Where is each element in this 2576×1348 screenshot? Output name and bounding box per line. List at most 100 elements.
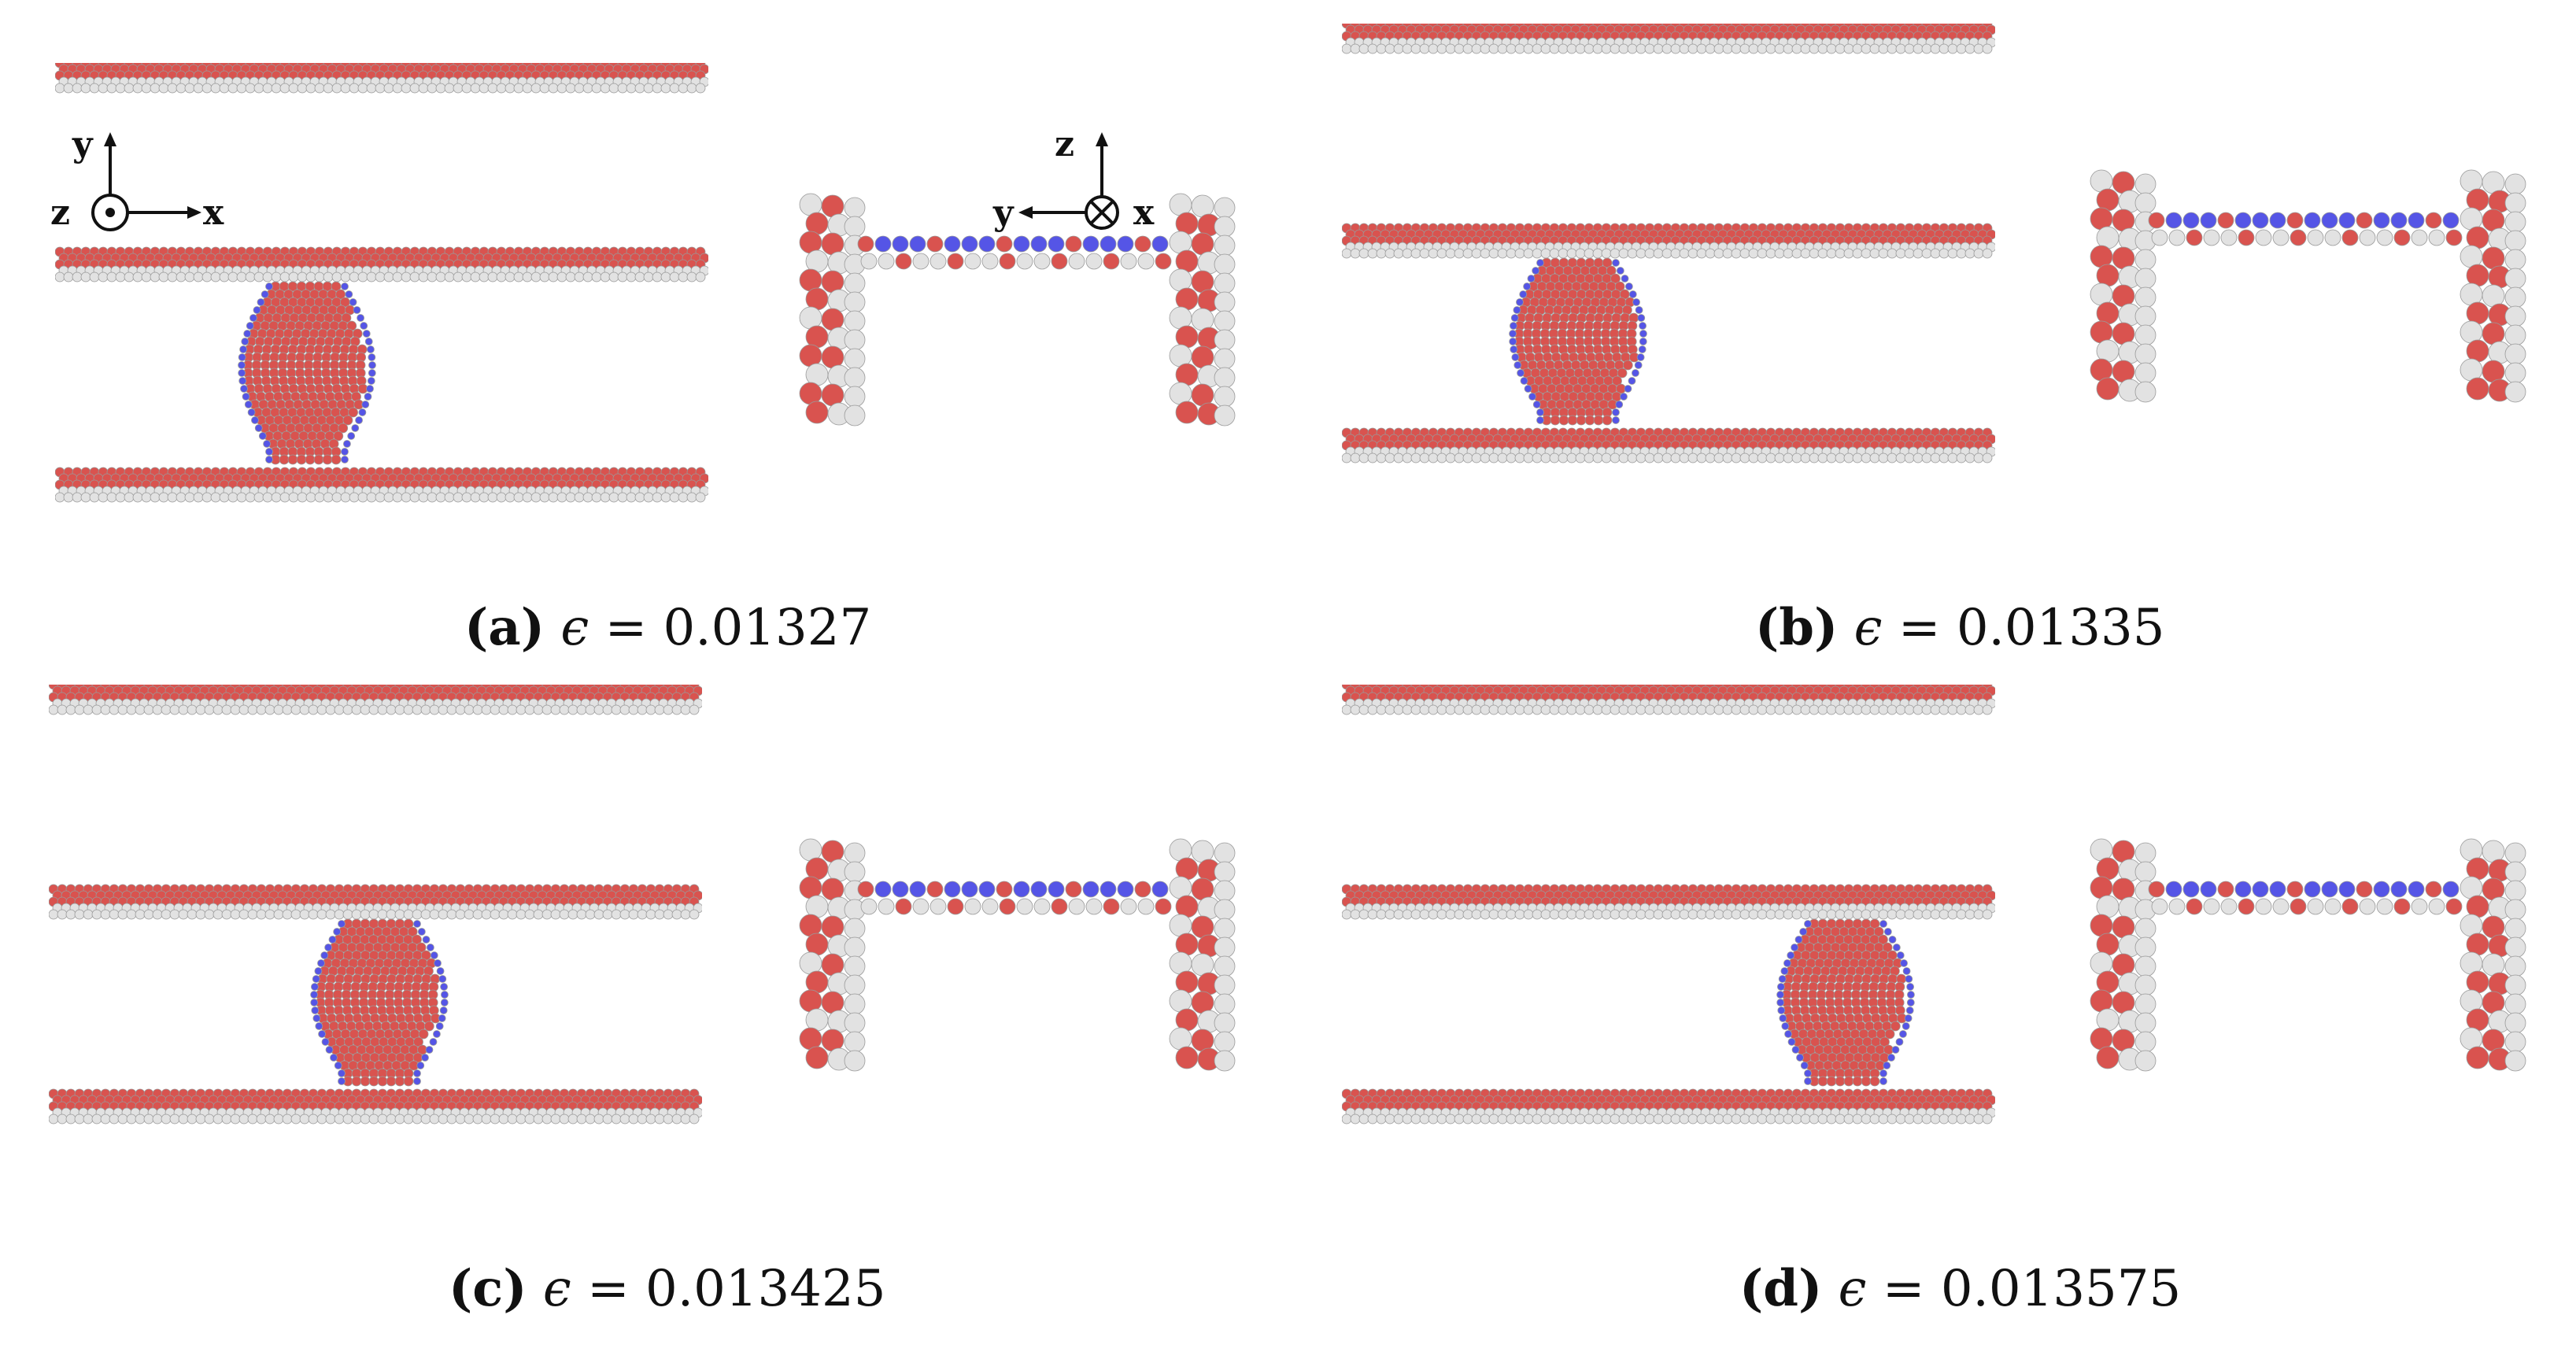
atom <box>1410 704 1421 715</box>
atom <box>1679 248 1690 259</box>
atom <box>2096 377 2120 401</box>
atom <box>1921 43 1932 54</box>
atom <box>1722 452 1733 463</box>
atom <box>230 1113 241 1125</box>
atom <box>1696 43 1707 54</box>
atom <box>981 898 999 915</box>
atom <box>1471 452 1482 463</box>
atom <box>245 492 256 503</box>
atom <box>413 1077 421 1085</box>
atom <box>349 83 360 94</box>
atom <box>1214 291 1236 313</box>
atom <box>331 281 342 292</box>
atom <box>2321 212 2338 229</box>
atom <box>126 909 137 920</box>
atom <box>401 83 412 94</box>
atom <box>100 704 111 715</box>
atom <box>358 408 367 416</box>
atom <box>1513 306 1521 314</box>
atom <box>1358 704 1369 715</box>
atom <box>438 704 449 715</box>
atom <box>619 704 630 715</box>
atom <box>1757 452 1768 463</box>
atom <box>403 704 414 715</box>
atom <box>1765 248 1776 259</box>
atom <box>464 909 475 920</box>
atom <box>1616 267 1624 275</box>
atom <box>516 704 527 715</box>
atom <box>65 909 76 920</box>
atom <box>1051 898 1068 915</box>
atom <box>1620 393 1628 401</box>
atom <box>247 704 258 715</box>
atom <box>490 909 501 920</box>
atom <box>89 271 100 283</box>
atom <box>227 492 238 503</box>
atom <box>227 83 238 94</box>
atom <box>2234 212 2252 229</box>
atom <box>195 1113 206 1125</box>
atom <box>1419 43 1430 54</box>
atom <box>357 271 368 283</box>
atom <box>238 353 246 361</box>
atom <box>1100 235 1117 253</box>
atom <box>1549 43 1560 54</box>
atom <box>271 83 282 94</box>
atom <box>1748 452 1759 463</box>
atom <box>582 271 593 283</box>
atom <box>1809 452 1820 463</box>
atom <box>83 1113 94 1125</box>
atom <box>1214 1031 1236 1053</box>
atom <box>368 353 376 361</box>
atom <box>322 454 333 465</box>
atom <box>143 909 154 920</box>
atom <box>2504 343 2526 365</box>
atom <box>1731 248 1742 259</box>
atom <box>686 271 697 283</box>
atom <box>1679 452 1690 463</box>
atom <box>394 1113 405 1125</box>
atom <box>261 290 269 298</box>
atom <box>1861 43 1872 54</box>
atom <box>1517 369 1525 377</box>
atom <box>57 1113 68 1125</box>
atom <box>364 393 372 401</box>
atom <box>926 881 944 898</box>
atom <box>1134 235 1151 253</box>
atom <box>184 83 195 94</box>
atom <box>357 492 368 503</box>
atom <box>1653 248 1664 259</box>
atom <box>1670 248 1681 259</box>
atom <box>1175 1046 1199 1069</box>
atom <box>978 235 996 253</box>
atom <box>132 271 143 283</box>
atom <box>1523 43 1534 54</box>
atom <box>1350 43 1361 54</box>
atom <box>1696 452 1707 463</box>
atom <box>2504 268 2526 290</box>
atom <box>1774 248 1785 259</box>
atom <box>238 1113 249 1125</box>
atom <box>2148 212 2165 229</box>
atom <box>1800 248 1811 259</box>
atom <box>1592 452 1603 463</box>
atom <box>91 909 102 920</box>
atom <box>1887 43 1898 54</box>
atom <box>860 898 878 915</box>
atom <box>539 492 550 503</box>
atom <box>386 909 397 920</box>
atom <box>1947 43 1958 54</box>
atom <box>1082 235 1100 253</box>
atom <box>1033 898 1051 915</box>
atom <box>695 492 706 503</box>
atom <box>2134 268 2157 290</box>
atom <box>1445 452 1456 463</box>
atom <box>364 338 373 345</box>
atom <box>600 83 611 94</box>
atom <box>413 920 421 928</box>
atom <box>423 1021 434 1032</box>
atom <box>1419 248 1430 259</box>
atom <box>1739 704 1750 715</box>
atom <box>74 909 85 920</box>
atom <box>219 83 230 94</box>
